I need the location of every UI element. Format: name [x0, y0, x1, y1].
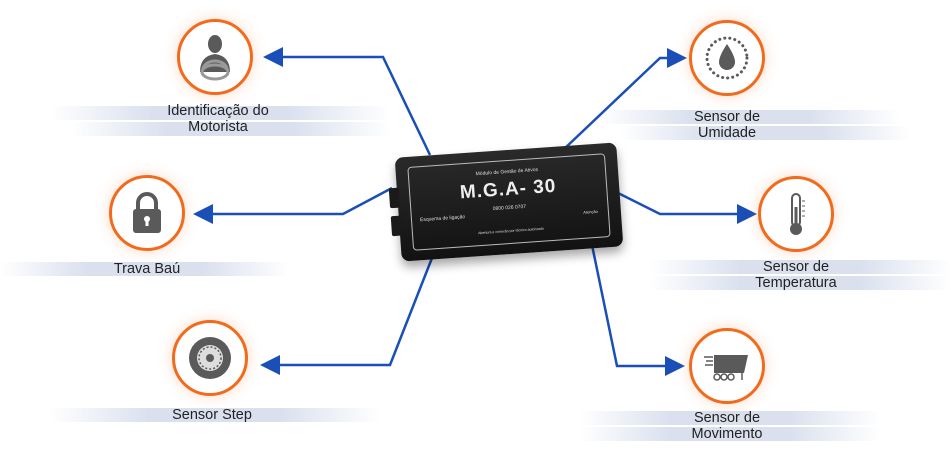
node-movement: [689, 328, 765, 404]
mga30-device: Módulo de Gestão de Ativos M.G.A- 30 080…: [388, 142, 624, 262]
label-bar: [600, 110, 900, 124]
device-footer: Abertura e conexão por técnico autorizad…: [477, 226, 545, 236]
label-movement: Sensor de Movimento: [627, 410, 827, 442]
label-bar: [0, 262, 290, 276]
label-bar: [70, 122, 390, 136]
device-attention: Atenção: [583, 208, 599, 215]
label-line: Umidade: [697, 125, 757, 141]
line-step: [260, 257, 434, 375]
node-step: [172, 320, 248, 396]
label-bar: [580, 411, 880, 425]
tire-icon: [189, 337, 231, 379]
label-line: Sensor Step: [172, 407, 252, 423]
label-line: Identificação do: [167, 103, 269, 119]
label-bar: [580, 427, 880, 441]
truck-icon: [704, 355, 748, 381]
node-humidity: [689, 20, 765, 96]
node-driver: [177, 19, 253, 95]
label-line: Temperatura: [755, 275, 837, 291]
line-movement: [590, 244, 685, 376]
label-line: Sensor de: [693, 410, 761, 426]
label-step: Sensor Step: [112, 407, 312, 423]
label-bar: [650, 260, 951, 274]
label-bar: [50, 408, 380, 422]
line-driver: [263, 47, 432, 156]
line-temperature: [617, 191, 757, 224]
label-lock: Trava Baú: [47, 261, 247, 277]
label-line: Motorista: [188, 119, 248, 135]
driver-icon: [200, 35, 230, 81]
label-bar: [650, 276, 951, 290]
thermometer-icon: [790, 193, 805, 235]
line-humidity: [562, 48, 687, 151]
label-line: Trava Baú: [113, 261, 181, 277]
label-bar: [50, 106, 390, 120]
label-line: Movimento: [691, 426, 763, 442]
node-temperature: [758, 176, 834, 252]
water-drop-icon: [705, 36, 749, 80]
lock-icon: [133, 192, 161, 233]
label-line: Sensor de: [693, 109, 761, 125]
label-temperature: Sensor de Temperatura: [696, 259, 896, 291]
label-bar: [620, 126, 910, 140]
label-line: Sensor de: [762, 259, 830, 275]
label-humidity: Sensor de Umidade: [627, 109, 827, 141]
node-lock: [109, 175, 185, 251]
line-lock: [193, 186, 393, 224]
label-driver: Identificação do Motorista: [118, 103, 318, 135]
